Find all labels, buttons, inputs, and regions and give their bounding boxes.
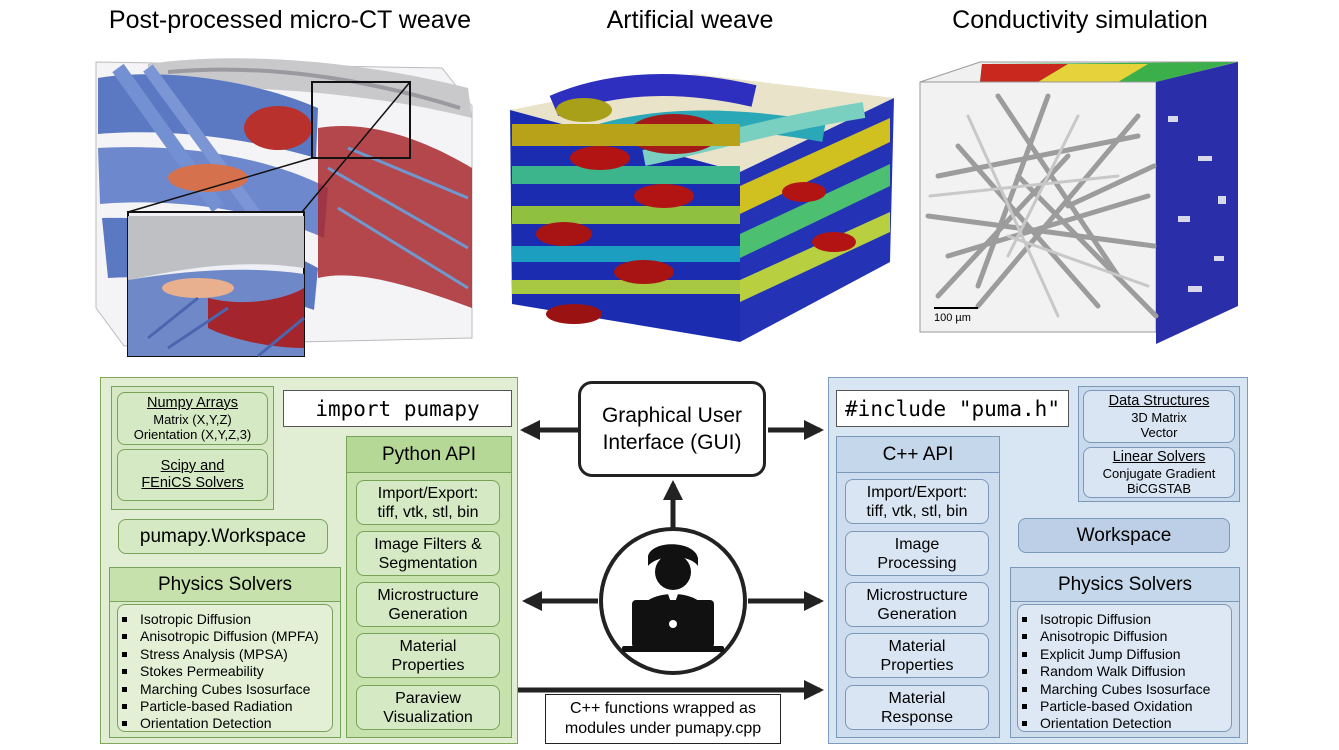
python-physics-solvers-header: Physics Solvers: [109, 567, 341, 602]
cpp-physics-solvers-header: Physics Solvers: [1010, 567, 1240, 602]
micro-ct-weave-image: [95, 58, 473, 358]
module-line: Image Filters &: [374, 535, 482, 553]
cpp-module-microstructure: Microstructure Generation: [845, 582, 989, 627]
cpp-workspace-box: Workspace: [1018, 518, 1230, 553]
module-line: Microstructure: [866, 586, 968, 604]
data-structures-line: Vector: [1140, 425, 1178, 441]
wrap-note-box: C++ functions wrapped as modules under p…: [545, 694, 781, 744]
python-module-import-export: Import/Export: tiff, vtk, stl, bin: [356, 480, 500, 525]
include-puma-code: #include "puma.h": [845, 396, 1060, 421]
cpp-physics-solvers-title: Physics Solvers: [1057, 573, 1193, 595]
module-line: Material: [399, 637, 457, 655]
module-line: tiff, vtk, stl, bin: [866, 502, 968, 520]
python-solver-item: Isotropic Diffusion: [118, 611, 332, 628]
module-line: Generation: [388, 605, 468, 623]
python-solver-item: Orientation Detection: [118, 715, 332, 732]
module-line: Material: [888, 637, 946, 655]
title-artificial-weave: Artificial weave: [606, 6, 774, 34]
module-line: Properties: [880, 656, 954, 674]
python-solver-item: Stress Analysis (MPSA): [118, 646, 332, 663]
python-solver-item: Particle-based Radiation: [118, 698, 332, 715]
module-line: tiff, vtk, stl, bin: [377, 503, 479, 521]
cpp-solver-item: Explicit Jump Diffusion: [1018, 646, 1231, 663]
conductivity-simulation-image: [919, 61, 1239, 344]
python-api-header: Python API: [346, 436, 512, 473]
include-puma-box: #include "puma.h": [836, 390, 1069, 427]
cpp-solver-item: Orientation Detection: [1018, 715, 1231, 732]
python-api-title: Python API: [381, 443, 476, 465]
data-structures-title: Data Structures: [1108, 392, 1210, 409]
import-pumapy-code: import pumapy: [315, 396, 480, 421]
pumapy-workspace-label: pumapy.Workspace: [139, 525, 307, 547]
scale-bar-label: 100 µm: [934, 312, 971, 324]
artificial-weave-image: [510, 74, 894, 342]
cpp-module-material-properties: Material Properties: [845, 633, 989, 678]
python-module-microstructure: Microstructure Generation: [356, 582, 500, 627]
scipy-fenics-box: Scipy and FEniCS Solvers: [117, 449, 268, 501]
python-solver-item: Anisotropic Diffusion (MPFA): [118, 628, 332, 645]
cpp-solver-item: Particle-based Oxidation: [1018, 698, 1231, 715]
cpp-api-header: C++ API: [836, 436, 1000, 473]
import-pumapy-box: import pumapy: [283, 390, 512, 427]
cpp-workspace-label: Workspace: [1076, 524, 1172, 546]
python-solvers-list-box: Isotropic Diffusion Anisotropic Diffusio…: [117, 604, 333, 732]
linear-solvers-title: Linear Solvers: [1112, 448, 1206, 465]
scipy-line-2: FEniCS Solvers: [141, 475, 244, 491]
module-line: Segmentation: [378, 554, 478, 572]
data-structures-box: Data Structures 3D Matrix Vector: [1083, 390, 1235, 443]
python-solver-item: Stokes Permeability: [118, 663, 332, 680]
python-physics-solvers-title: Physics Solvers: [157, 573, 293, 595]
module-line: Microstructure: [377, 586, 479, 604]
scipy-line-1: Scipy and: [160, 457, 225, 474]
module-line: Generation: [877, 605, 957, 623]
cpp-solvers-list-box: Isotropic Diffusion Anisotropic Diffusio…: [1017, 604, 1232, 732]
python-module-material-properties: Material Properties: [356, 633, 500, 678]
module-line: Response: [880, 708, 954, 726]
numpy-line-matrix: Matrix (X,Y,Z): [153, 412, 232, 428]
wrap-note-line-1: C++ functions wrapped as: [570, 700, 756, 717]
gui-line-2: Interface (GUI): [602, 431, 742, 454]
cpp-solver-item: Anisotropic Diffusion: [1018, 628, 1231, 645]
pumapy-workspace-box: pumapy.Workspace: [118, 519, 328, 554]
title-conductivity: Conductivity simulation: [952, 6, 1208, 34]
numpy-line-orientation: Orientation (X,Y,Z,3): [133, 427, 252, 443]
module-line: Visualization: [383, 708, 473, 726]
python-module-image-filters: Image Filters & Segmentation: [356, 531, 500, 576]
data-structures-line: 3D Matrix: [1131, 410, 1187, 426]
wrap-note-line-2: modules under pumapy.cpp: [564, 720, 762, 737]
cpp-module-material-response: Material Response: [845, 685, 989, 730]
module-line: Processing: [877, 554, 957, 572]
linear-solvers-line: BiCGSTAB: [1126, 481, 1192, 497]
gui-box: Graphical User Interface (GUI): [578, 381, 766, 477]
cpp-api-title: C++ API: [882, 443, 954, 465]
module-line: Properties: [391, 656, 465, 674]
module-line: Import/Export:: [377, 484, 479, 502]
python-module-paraview: Paraview Visualization: [356, 685, 500, 730]
cpp-solver-item: Isotropic Diffusion: [1018, 611, 1231, 628]
numpy-arrays-box: Numpy Arrays Matrix (X,Y,Z) Orientation …: [117, 392, 268, 445]
python-solver-item: Marching Cubes Isosurface: [118, 681, 332, 698]
user-laptop-icon: [599, 527, 747, 675]
module-line: Image: [894, 535, 940, 553]
numpy-arrays-title: Numpy Arrays: [146, 394, 239, 411]
gui-line-1: Graphical User: [601, 404, 743, 427]
module-line: Import/Export:: [866, 483, 968, 501]
title-micro-ct: Post-processed micro-CT weave: [108, 6, 472, 34]
cpp-module-image-processing: Image Processing: [845, 531, 989, 576]
cpp-solver-item: Random Walk Diffusion: [1018, 663, 1231, 680]
module-line: Material: [888, 689, 946, 707]
linear-solvers-line: Conjugate Gradient: [1102, 466, 1216, 482]
cpp-module-import-export: Import/Export: tiff, vtk, stl, bin: [845, 479, 989, 524]
module-line: Paraview: [395, 689, 461, 707]
cpp-solver-item: Marching Cubes Isosurface: [1018, 681, 1231, 698]
linear-solvers-box: Linear Solvers Conjugate Gradient BiCGST…: [1083, 447, 1235, 498]
connection-arrows: [518, 420, 824, 700]
